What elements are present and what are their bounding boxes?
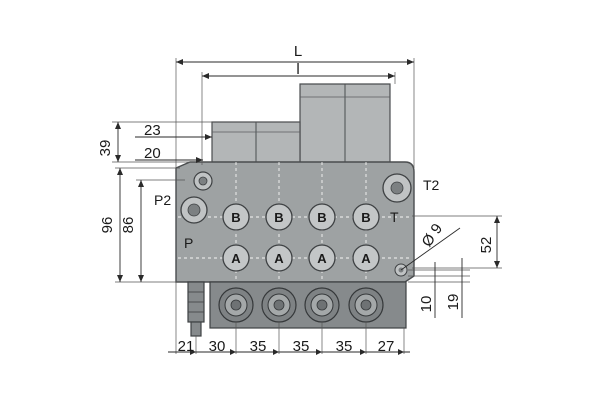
dim-23: 23 (144, 122, 161, 139)
b-port-1 (222, 203, 250, 231)
b-port-label-1: B (231, 210, 240, 225)
a-port-3 (308, 244, 336, 272)
port-label-p2: P2 (154, 192, 171, 208)
b-ports-row: B B B B (222, 203, 380, 231)
a-port-1 (222, 244, 250, 272)
dim-hole-dia: Ø 9 (418, 221, 446, 251)
dim-21: 21 (178, 338, 195, 355)
a-port-2 (265, 244, 293, 272)
left-fitting-tip (190, 321, 202, 337)
dim-35-1: 35 (250, 338, 267, 355)
dim-19: 19 (445, 294, 462, 311)
dim-10: 10 (418, 296, 435, 313)
a-ports-row: A A A A (222, 244, 380, 272)
b-port-3 (308, 203, 336, 231)
dim-35-2: 35 (293, 338, 310, 355)
dim-L: L (294, 43, 302, 60)
dim-35-3: 35 (336, 338, 353, 355)
a-port-4 (352, 244, 380, 272)
port-label-p: P (184, 235, 193, 251)
dimension-lines (112, 58, 502, 355)
dim-30: 30 (209, 338, 226, 355)
spool-end-caps (218, 287, 384, 323)
a-port-label-3: A (317, 251, 327, 266)
dim-52: 52 (478, 237, 495, 254)
dim-96: 96 (99, 217, 116, 234)
dim-86: 86 (120, 217, 137, 234)
port-label-t2: T2 (423, 177, 440, 193)
b-port-label-2: B (274, 210, 283, 225)
port-label-t: T (390, 209, 399, 225)
dim-20: 20 (144, 145, 161, 162)
b-port-label-3: B (317, 210, 326, 225)
dim-27: 27 (378, 338, 395, 355)
dim-l: l (296, 61, 299, 78)
b-port-2 (265, 203, 293, 231)
a-port-label-1: A (231, 251, 241, 266)
b-port-label-4: B (361, 210, 370, 225)
a-port-label-4: A (361, 251, 371, 266)
a-port-label-2: A (274, 251, 284, 266)
b-port-4 (352, 203, 380, 231)
dim-39: 39 (97, 140, 114, 157)
port-labels: P2 T2 P T (154, 177, 440, 251)
